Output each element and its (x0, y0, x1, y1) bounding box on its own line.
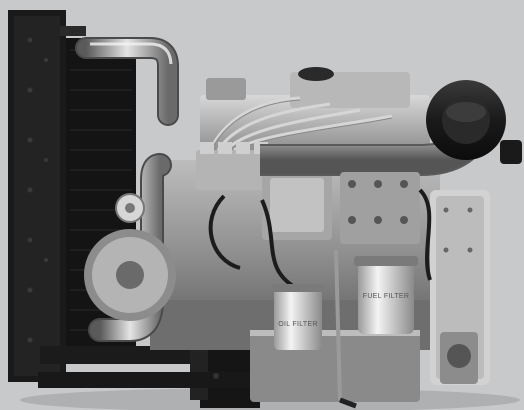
dipstick (334, 249, 357, 409)
radiator (8, 10, 136, 382)
intake-pipe (75, 37, 179, 126)
flywheel-housing (430, 190, 490, 385)
fuel-filter: FUEL FILTER (354, 256, 418, 334)
injection-pump (196, 142, 332, 240)
oil-filter-label: OIL FILTER (278, 321, 318, 328)
manifold (340, 172, 420, 244)
oil-filter: OIL FILTER (272, 284, 324, 350)
front-pulley (84, 193, 176, 321)
fuel-hoses (208, 188, 432, 292)
fuel-filter-label: FUEL FILTER (363, 293, 409, 300)
turbocharger (260, 80, 522, 176)
